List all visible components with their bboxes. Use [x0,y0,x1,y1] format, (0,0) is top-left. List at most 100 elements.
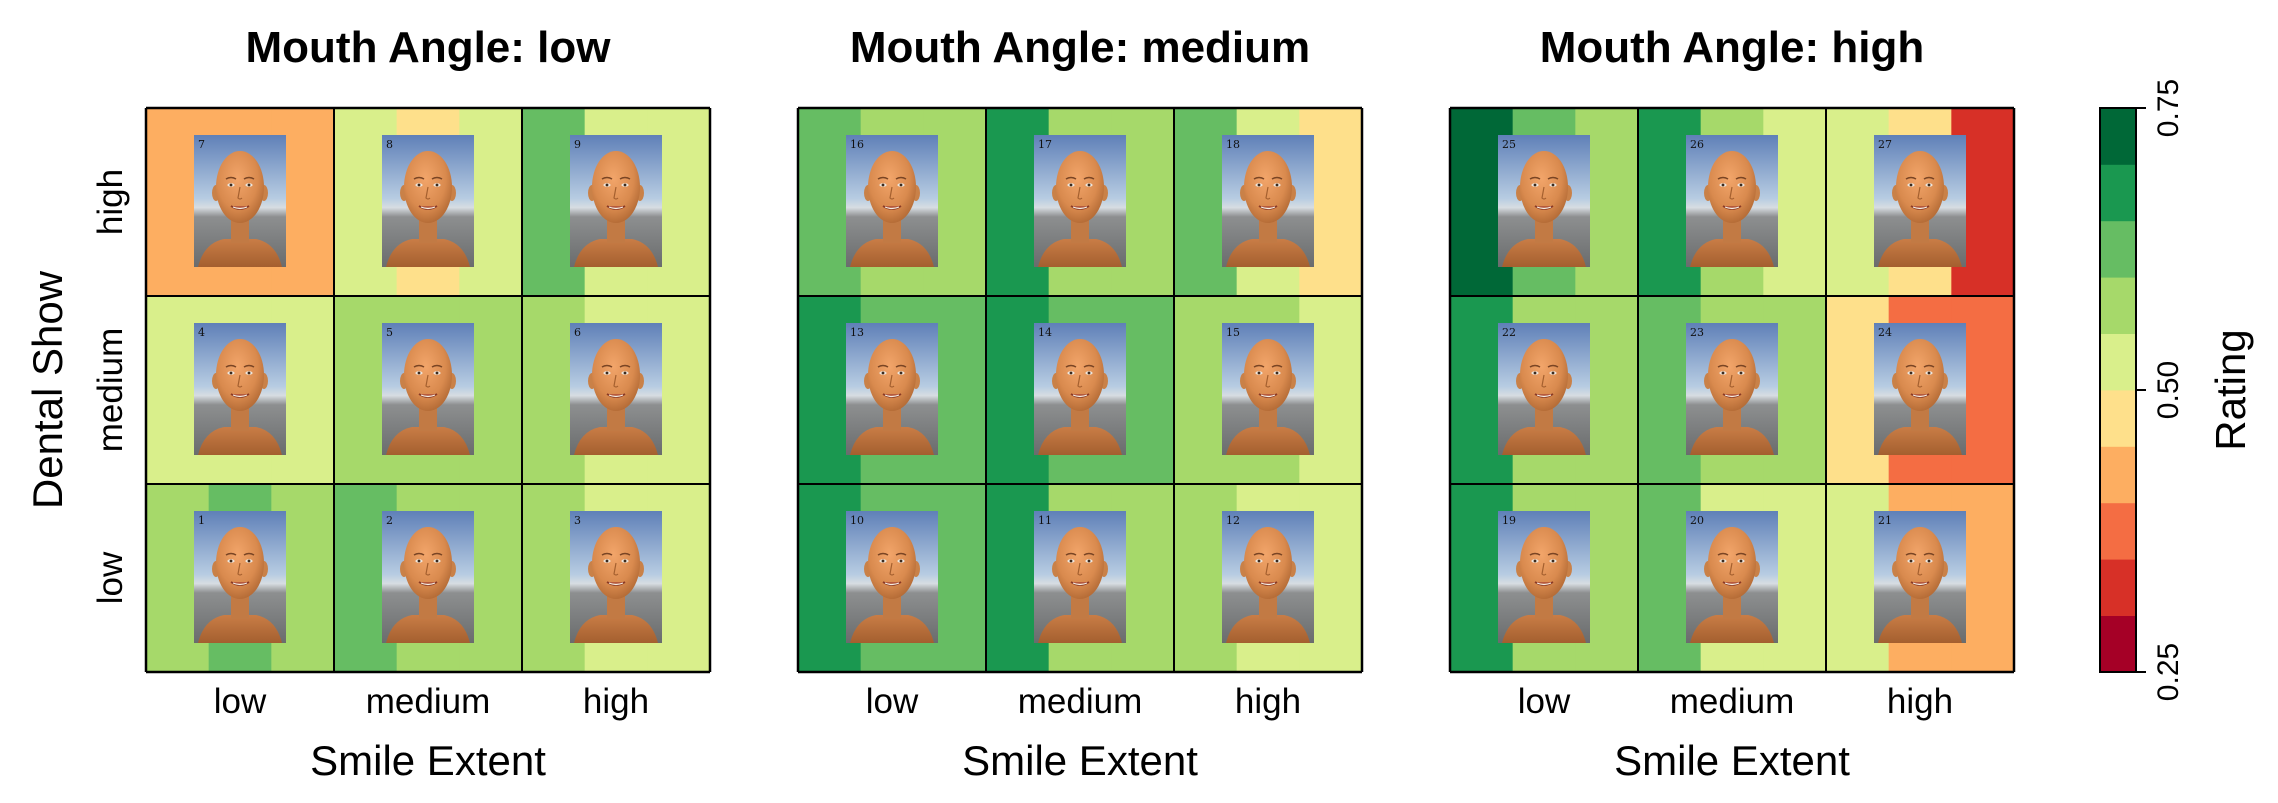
stimulus-number: 9 [574,138,581,151]
brow-shape [413,176,425,180]
teeth-shape [884,206,900,210]
heatmap-cell: 17 [986,108,1175,296]
nose-shape [425,186,431,200]
stimulus-number: 26 [1690,138,1704,151]
stimulus-thumbnail: 18 [1222,135,1314,267]
x-tick-label: low [214,682,267,721]
brow-shape [1735,552,1747,556]
neck-shape [607,407,625,431]
heatmap-cell: 10 [798,484,987,672]
brow-shape [243,552,255,556]
stimulus-number: 22 [1502,326,1516,339]
heatmap-cell: 7 [146,108,335,296]
nose-shape [889,374,895,388]
pupil-shape [1909,183,1913,187]
brow-shape [1717,364,1729,368]
brow-shape [877,364,889,368]
neck-shape [607,219,625,243]
neck-shape [1911,219,1929,243]
colorbar-swatch [2100,559,2136,616]
heatmap-cell: 2 [334,484,523,672]
brow-shape [1529,176,1541,180]
heatmap-cell: 11 [986,484,1175,672]
body-shape [198,427,282,455]
neck-shape [231,407,249,431]
body-shape [1038,427,1122,455]
nose-shape [1917,186,1923,200]
heatmap-cell: 20 [1638,484,1827,672]
body-shape [1690,239,1774,267]
pupil-shape [1069,371,1073,375]
heatmap-cell: 4 [146,296,335,484]
stimulus-thumbnail: 11 [1034,511,1126,643]
y-tick-label: high [91,169,130,235]
nose-shape [425,562,431,576]
nose-shape [1917,562,1923,576]
neck-shape [1259,407,1277,431]
stimulus-thumbnail: 26 [1686,135,1778,267]
pupil-shape [1739,371,1743,375]
brow-shape [601,364,613,368]
body-shape [574,427,658,455]
pupil-shape [417,183,421,187]
body-shape [1226,615,1310,643]
pupil-shape [623,371,627,375]
nose-shape [613,374,619,388]
pupil-shape [1087,559,1091,563]
brow-shape [1735,176,1747,180]
heatmap-cell: 25 [1450,108,1639,296]
nose-shape [1541,374,1547,388]
nose-shape [613,186,619,200]
pupil-shape [605,183,609,187]
stimulus-thumbnail: 22 [1498,323,1590,455]
pupil-shape [1721,559,1725,563]
stimulus-thumbnail: 21 [1874,511,1966,643]
stimulus-number: 7 [198,138,205,151]
nose-shape [1917,374,1923,388]
heatmap-cell: 27 [1826,108,2015,296]
teeth-shape [420,206,436,210]
pupil-shape [417,371,421,375]
pupil-shape [1533,183,1537,187]
teeth-shape [608,582,624,586]
brow-shape [1083,364,1095,368]
stimulus-number: 17 [1038,138,1052,151]
pupil-shape [1275,559,1279,563]
body-shape [386,239,470,267]
body-shape [1878,427,1962,455]
pupil-shape [1551,371,1555,375]
stimulus-number: 3 [574,514,581,527]
colorbar-swatch [2100,333,2136,391]
brow-shape [1529,364,1541,368]
pupil-shape [605,559,609,563]
nose-shape [1077,374,1083,388]
pupil-shape [1257,183,1261,187]
nose-shape [889,562,895,576]
brow-shape [431,552,443,556]
colorbar-swatch [2100,615,2136,673]
brow-shape [1717,552,1729,556]
x-axis-label: Smile Extent [962,737,1198,784]
nose-shape [1729,186,1735,200]
nose-shape [1265,374,1271,388]
pupil-shape [1087,183,1091,187]
stimulus-thumbnail: 27 [1874,135,1966,267]
stimulus-thumbnail: 14 [1034,323,1126,455]
stimulus-number: 19 [1502,514,1516,527]
pupil-shape [1533,559,1537,563]
teeth-shape [1260,582,1276,586]
brow-shape [601,176,613,180]
teeth-shape [1724,394,1740,398]
body-shape [1226,427,1310,455]
stimulus-thumbnail: 20 [1686,511,1778,643]
brow-shape [1253,552,1265,556]
body-shape [1878,239,1962,267]
x-tick-label: low [866,682,919,721]
body-shape [574,615,658,643]
neck-shape [607,595,625,619]
brow-shape [1923,176,1935,180]
body-shape [1226,239,1310,267]
teeth-shape [232,206,248,210]
body-shape [1502,239,1586,267]
pupil-shape [1721,371,1725,375]
